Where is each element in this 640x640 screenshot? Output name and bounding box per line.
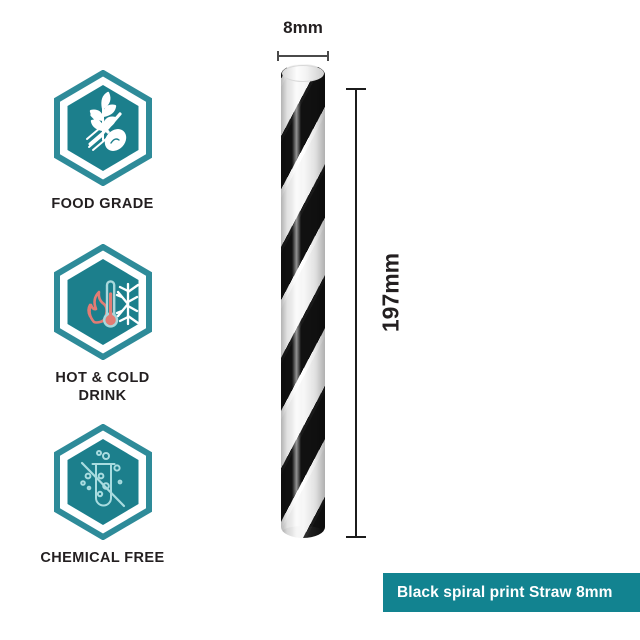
feature-label: HOT & COLD DRINK	[55, 370, 150, 404]
feature-badge-food-grade: FOOD GRADE	[0, 69, 205, 213]
feature-label: FOOD GRADE	[51, 196, 154, 212]
product-name-text: Black spiral print Straw 8mm	[397, 583, 613, 601]
straw-body	[281, 64, 325, 538]
straw-spiral-stripes	[281, 64, 325, 538]
hexagon-badge	[50, 243, 156, 361]
feature-badge-list: FOOD GRADE	[0, 69, 205, 566]
feature-label: CHEMICAL FREE	[40, 550, 165, 566]
straw-cylinder-shading	[281, 64, 325, 538]
height-dimension-line	[346, 88, 366, 538]
fork-spoon-leaf-icon	[53, 69, 152, 187]
hexagon-badge	[50, 423, 156, 541]
flame-thermometer-snowflake-icon	[53, 243, 152, 361]
straw-top-opening	[282, 65, 324, 82]
straw-product-image	[281, 64, 325, 538]
width-dimension-line	[277, 51, 329, 61]
test-tube-crossed-out-icon	[53, 423, 152, 541]
feature-badge-chemical-free: CHEMICAL FREE	[0, 423, 205, 567]
hexagon-badge	[50, 69, 156, 187]
width-dimension-label: 8mm	[283, 18, 323, 37]
height-dimension-label: 197mm	[377, 252, 404, 333]
product-name-banner: Black spiral print Straw 8mm	[383, 573, 640, 612]
feature-badge-hot-cold-drink: HOT & COLD DRINK	[0, 243, 205, 405]
straw-bottom-edge	[282, 526, 324, 538]
